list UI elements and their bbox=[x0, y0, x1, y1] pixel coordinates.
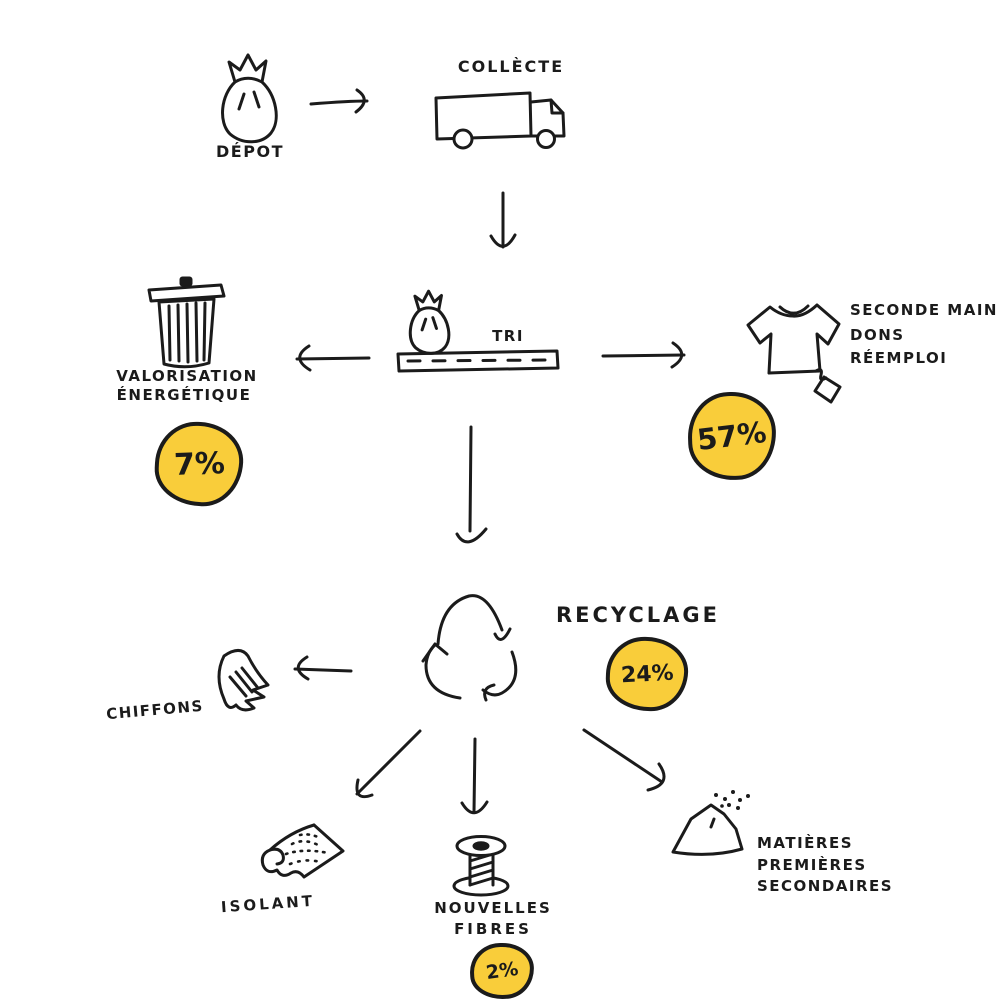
material-pile-icon bbox=[666, 790, 750, 860]
matieres-label-line1: MATIÈRES bbox=[757, 834, 854, 852]
arrow-recyclage-to-matieres bbox=[582, 728, 666, 792]
seconde-main-label-line3: RÉEMPLOI bbox=[850, 349, 948, 367]
arrow-recyclage-to-fibres bbox=[460, 737, 489, 815]
insulation-roll-icon bbox=[256, 820, 348, 888]
matieres-label-line3: SECONDAIRES bbox=[757, 877, 894, 895]
tshirt-icon bbox=[738, 297, 850, 409]
arrow-collecte-to-tri bbox=[489, 191, 517, 249]
tri-label: TRI bbox=[492, 327, 524, 345]
arrow-tri-to-valorisation bbox=[295, 344, 371, 372]
seconde-main-label-line2: DONS bbox=[850, 326, 905, 344]
fibres-percent-badge: 2% bbox=[468, 941, 536, 1000]
matieres-label-line2: PREMIÈRES bbox=[757, 856, 867, 874]
truck-icon bbox=[433, 84, 573, 154]
arrow-tri-to-recyclage bbox=[455, 425, 488, 544]
arrow-recyclage-to-isolant bbox=[355, 729, 422, 799]
tri-bag-icon bbox=[405, 289, 455, 355]
recycle-icon bbox=[413, 588, 535, 716]
arrow-depot-to-collecte bbox=[309, 88, 369, 114]
recyclage-percent-badge: 24% bbox=[604, 635, 690, 713]
valorisation-label-line1: VALORISATION bbox=[116, 367, 258, 385]
trash-bin-icon bbox=[146, 276, 226, 372]
isolant-label: ISOLANT bbox=[220, 891, 316, 917]
fibres-percent-value: 2% bbox=[484, 957, 520, 985]
collecte-label: COLLÈCTE bbox=[457, 57, 565, 76]
rag-icon bbox=[196, 644, 294, 726]
seconde-main-label-line1: SECONDE MAIN bbox=[850, 301, 998, 319]
chiffons-label: CHIFFONS bbox=[105, 696, 205, 724]
seconde-main-percent-value: 57% bbox=[695, 414, 769, 458]
arrow-tri-to-seconde-main bbox=[601, 341, 686, 369]
seconde-main-percent-badge: 57% bbox=[686, 390, 778, 482]
depot-label: DÉPOT bbox=[216, 142, 284, 161]
fibres-label-line1: NOUVELLES bbox=[434, 899, 552, 917]
valorisation-label-line2: ÉNERGÉTIQUE bbox=[116, 386, 252, 404]
fibres-label-line2: FIBRES bbox=[454, 920, 532, 938]
bag-icon bbox=[217, 52, 283, 144]
conveyor-belt-icon bbox=[396, 349, 560, 373]
arrow-recyclage-to-chiffons bbox=[293, 655, 353, 681]
valorisation-percent-badge: 7% bbox=[152, 419, 246, 509]
recyclage-percent-value: 24% bbox=[620, 660, 674, 688]
thread-spool-icon bbox=[452, 835, 510, 897]
recyclage-label: RECYCLAGE bbox=[555, 603, 721, 627]
valorisation-percent-value: 7% bbox=[172, 445, 226, 483]
